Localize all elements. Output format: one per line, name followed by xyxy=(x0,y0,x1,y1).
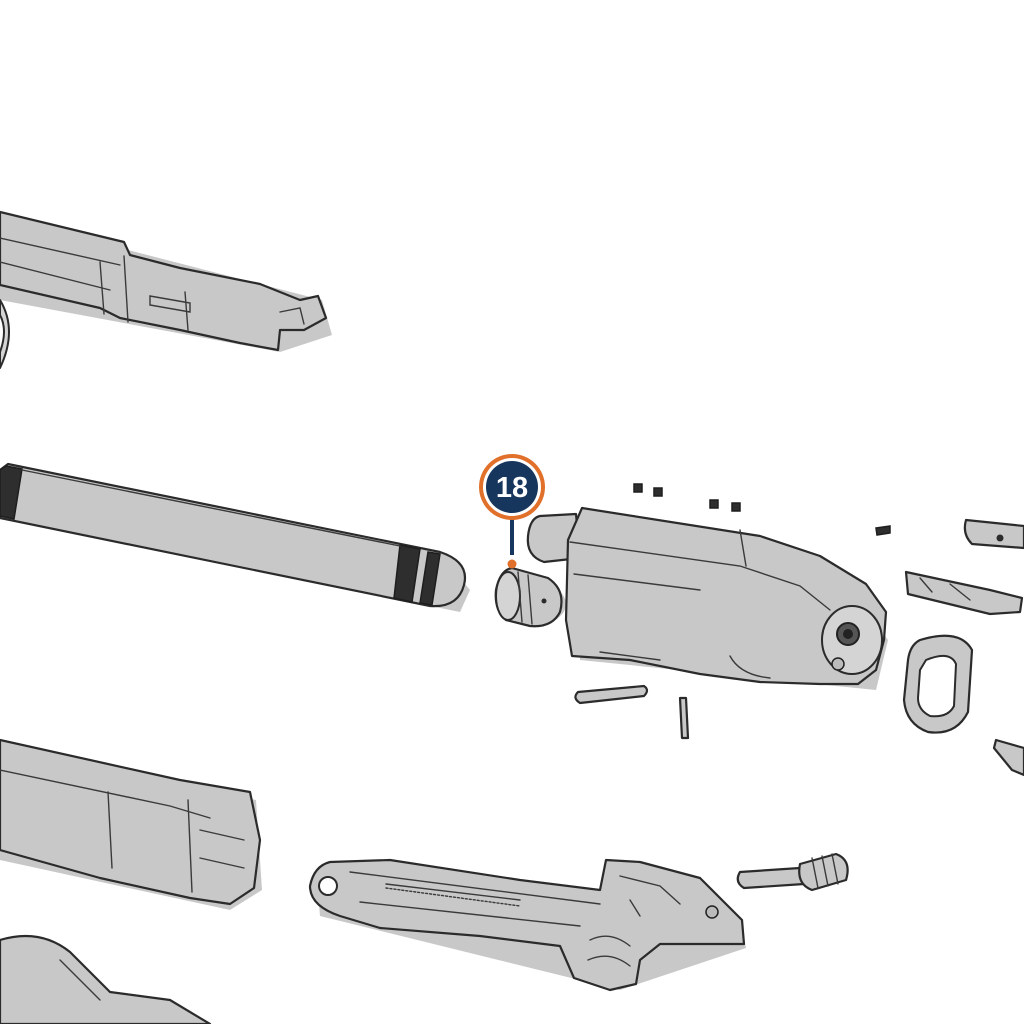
magazine-tube-part xyxy=(0,462,470,612)
callout-18-anchor-dot xyxy=(507,559,517,569)
forend-part xyxy=(0,738,262,910)
cap-plug-part xyxy=(494,566,566,628)
barrel-part xyxy=(0,210,332,369)
callout-18-badge xyxy=(486,461,538,513)
receiver-part xyxy=(526,483,891,690)
stock-part xyxy=(0,934,212,1024)
bolt-assembly-part xyxy=(308,858,746,992)
callout-18-number: 18 xyxy=(496,472,528,504)
pins-part xyxy=(574,684,690,740)
right-side-parts xyxy=(736,518,1024,892)
callout-18[interactable]: 18 xyxy=(479,454,545,569)
